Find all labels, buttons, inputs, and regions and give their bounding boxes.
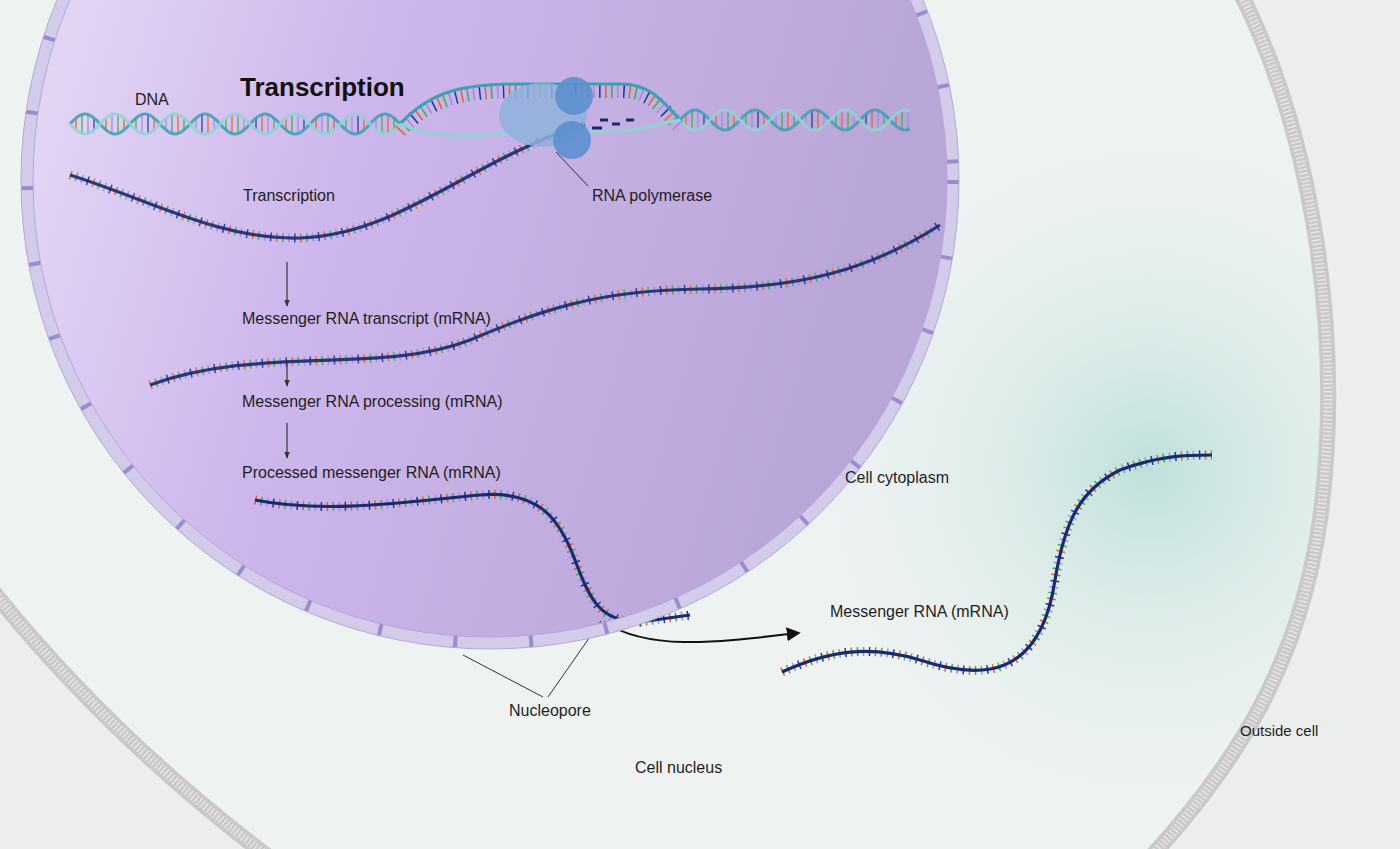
dna-helix xyxy=(70,84,910,136)
region-label: Cell nucleus xyxy=(635,758,722,777)
part-label: Messenger RNA processing (mRNA) xyxy=(242,392,503,411)
step-arrow xyxy=(286,262,287,306)
step-arrow xyxy=(286,360,287,386)
rna-polymerase xyxy=(499,77,634,159)
part-label: Messenger RNA transcript (mRNA) xyxy=(242,309,491,328)
part-label: RNA polymerase xyxy=(592,186,712,205)
part-label: Nucleopore xyxy=(509,701,591,720)
part-label: Processed messenger RNA (mRNA) xyxy=(242,463,501,482)
part-label: DNA xyxy=(135,90,169,109)
nucleus-fill xyxy=(27,0,953,643)
diagram-title: Transcription xyxy=(240,72,405,102)
leader-line xyxy=(463,655,543,697)
region-label: Cell cytoplasm xyxy=(845,468,949,487)
part-label: Outside cell xyxy=(1240,721,1318,740)
leader-line xyxy=(556,152,588,186)
part-label: Transcription xyxy=(243,186,335,205)
rna-strands xyxy=(70,124,1212,672)
part-label: Messenger RNA (mRNA) xyxy=(830,602,1009,621)
step-arrow xyxy=(286,423,287,458)
